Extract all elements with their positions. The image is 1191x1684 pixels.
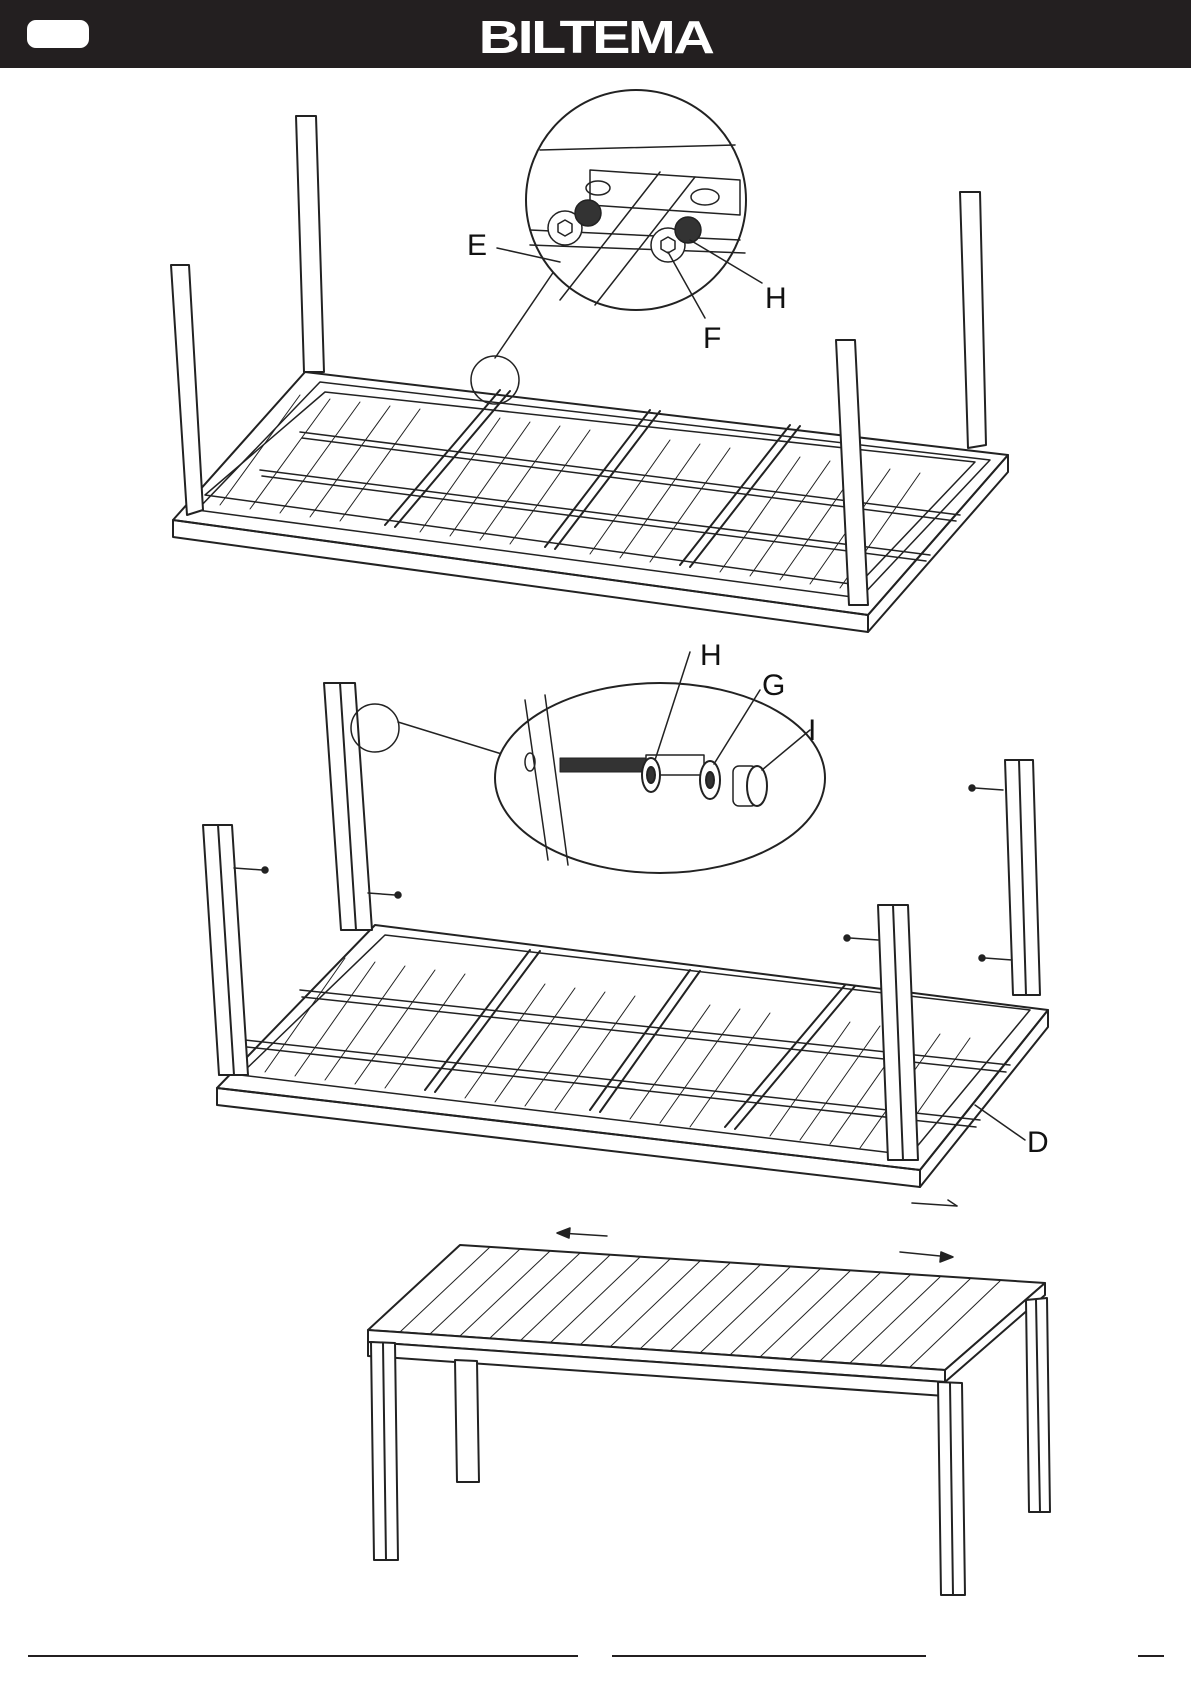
callout-F: F	[703, 322, 721, 355]
leg-front-left	[171, 265, 203, 515]
arrow-right-icon	[900, 1252, 953, 1262]
callout-D: D	[1027, 1126, 1049, 1159]
leg-front-right	[836, 340, 868, 605]
inner-frame	[197, 382, 990, 598]
callout-G: G	[762, 669, 785, 702]
arrow-top-right-icon	[912, 1200, 957, 1206]
figure-1-frame-assembly: E H F	[171, 90, 1008, 632]
callout-H-2: H	[700, 639, 722, 672]
tabletop-underside	[173, 372, 1008, 615]
tabletop-edge-front-2	[217, 1088, 920, 1187]
footer-rule-3	[1138, 1655, 1164, 1657]
callout-I: I	[808, 714, 816, 747]
tabletop-edge-side	[868, 455, 1008, 632]
tabletop-edge-front	[173, 520, 868, 632]
leg-back-right	[960, 192, 986, 448]
footer-rule-2	[612, 1655, 926, 1657]
arrow-left-icon	[557, 1228, 607, 1238]
footer-rule-1	[28, 1655, 578, 1657]
callout-E: E	[467, 229, 487, 262]
detail-zoom-1	[526, 90, 746, 310]
tabletop-underside-2	[217, 925, 1048, 1170]
figure-2-leg-assembly: H G I D	[203, 639, 1049, 1187]
figure-3-finished-table	[368, 1200, 1050, 1595]
callout-H: H	[765, 282, 787, 315]
tabletop-edge-side-2	[920, 1010, 1048, 1187]
leg-back-left	[296, 116, 324, 372]
